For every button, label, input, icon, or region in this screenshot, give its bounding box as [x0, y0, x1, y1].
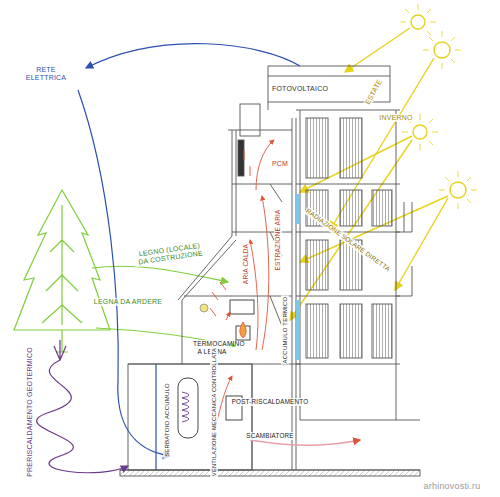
annotation-label: ACCUMULO TERMICO — [281, 296, 289, 365]
annotation-label: PRERISCALDAMENTO GEOTERMICO — [26, 346, 34, 478]
annotation-label: SCAMBIATORE — [245, 432, 294, 440]
watermark: arhinovosti.ru — [423, 482, 482, 490]
annotation-label: INVERNO — [378, 114, 413, 122]
annotation-label: ESTRAZIONE ARIA — [274, 208, 282, 271]
annotation-label: RETE ELETTRICA — [23, 66, 69, 82]
annotation-label: SERBATOIO ACCUMULO — [163, 382, 171, 458]
annotation-label: ARIA CALDA — [242, 243, 250, 285]
annotation-label: PCM — [271, 160, 289, 168]
annotation-label: LEGNA DA ARDERE — [93, 298, 163, 306]
annotation-label: POST-RISCALDAMENTO — [231, 398, 310, 406]
annotation-label: VENTILAZIONE MECCANICA CONTROLLATA — [210, 347, 218, 477]
annotation-label: LEGNO (LOCALE) DA COSTRUZIONE — [133, 241, 207, 267]
annotation-label: FOTOVOLTAICO — [271, 85, 329, 93]
